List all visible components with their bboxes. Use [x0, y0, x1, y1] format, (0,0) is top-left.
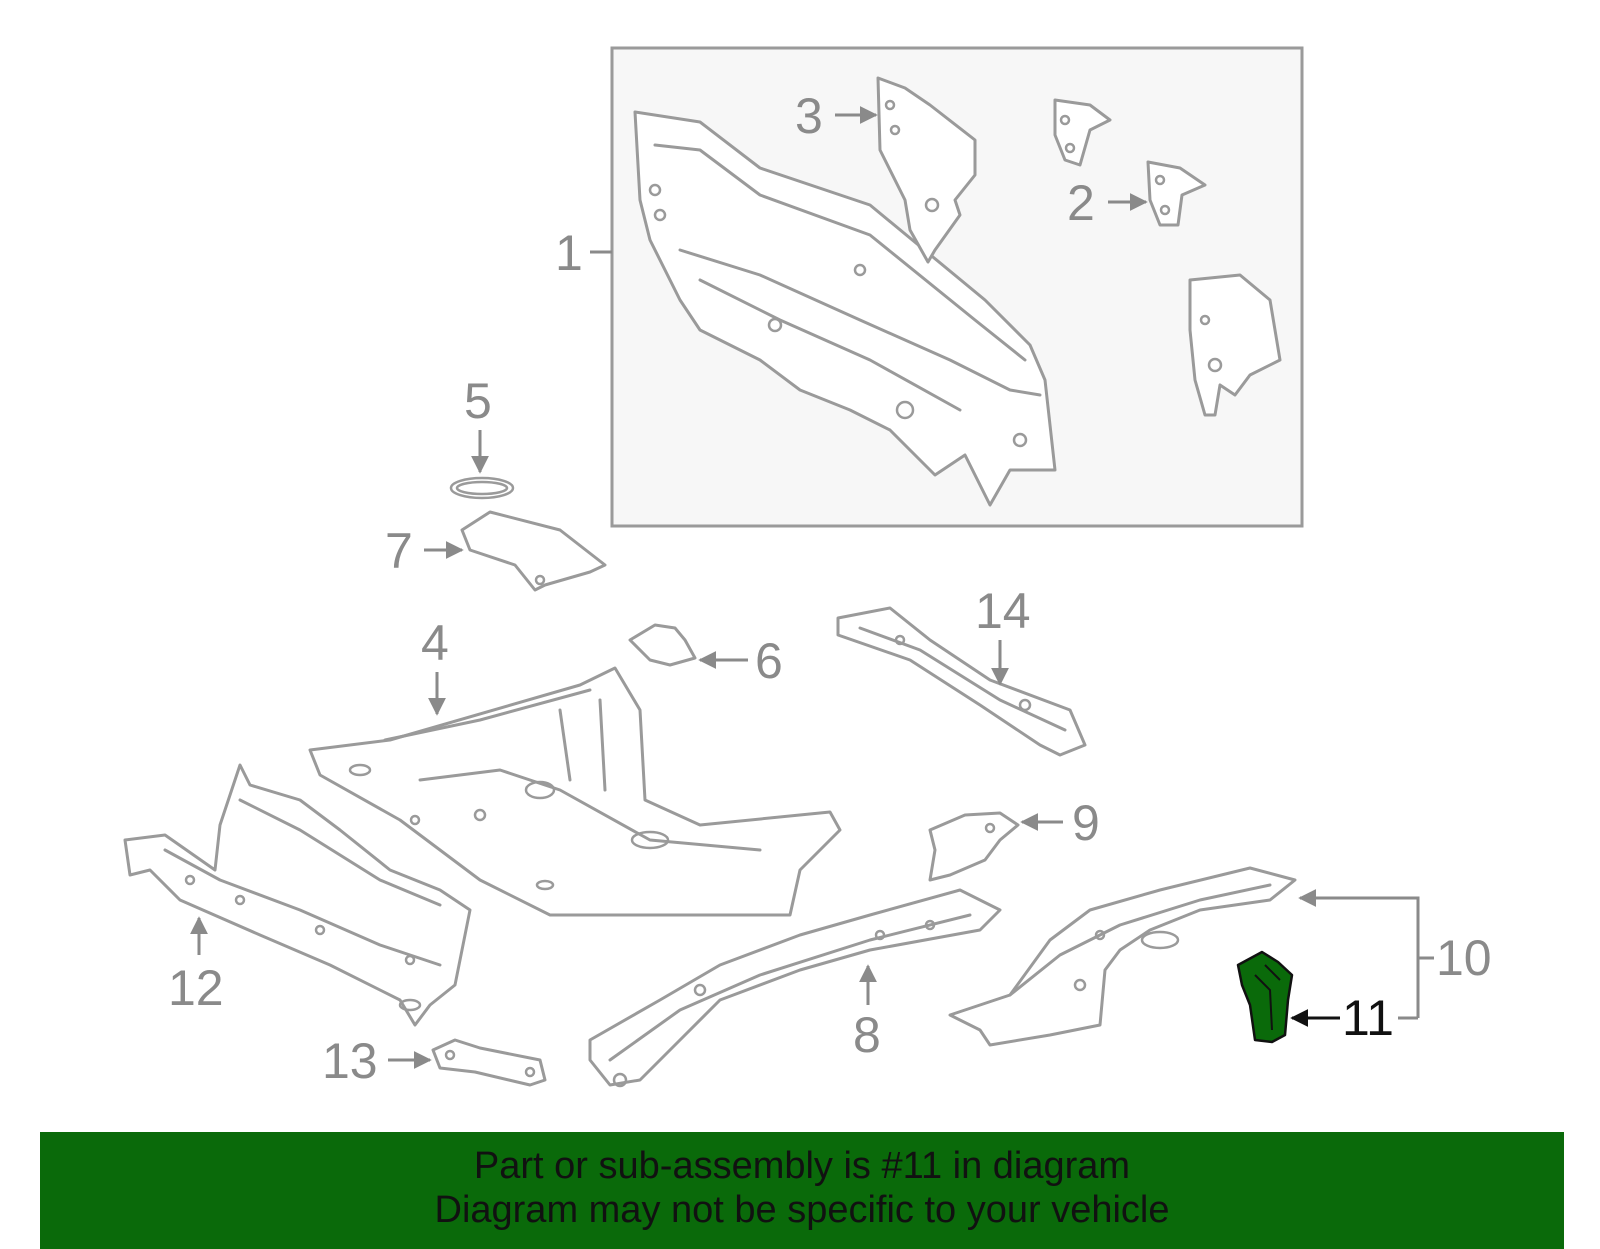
info-banner: Part or sub-assembly is #11 in diagram D…: [40, 1132, 1564, 1249]
callout-3: 3: [795, 88, 823, 144]
callout-4: 4: [421, 615, 449, 671]
callout-1: 1: [555, 225, 583, 281]
part-10-rear-side-member: [948, 866, 1297, 1047]
banner-line-2: Diagram may not be specific to your vehi…: [434, 1189, 1170, 1231]
part-2-bracket: [1146, 160, 1207, 227]
callout-5: 5: [464, 373, 492, 429]
callout-10: 10: [1436, 930, 1492, 986]
callout-7: 7: [385, 523, 413, 579]
callout-12: 12: [168, 960, 224, 1016]
part-3-bracket: [876, 76, 977, 264]
bracket-right: [1188, 273, 1282, 417]
callout-6: 6: [755, 633, 783, 689]
callout-9: 9: [1072, 795, 1100, 851]
callout-14: 14: [975, 583, 1031, 639]
part-12-side-member: [123, 763, 472, 1027]
callout-8: 8: [853, 1007, 881, 1063]
callout-11: 11: [1342, 990, 1394, 1046]
part-11-bracket-highlighted: [1236, 950, 1294, 1044]
part-7-bracket: [460, 510, 607, 592]
part-1-rear-panel: [633, 110, 1057, 507]
part-5-grommet: [449, 476, 515, 500]
callout-13: 13: [322, 1033, 378, 1089]
part-9-bracket: [928, 811, 1020, 882]
leader-lines: [190, 106, 1434, 1069]
callout-2: 2: [1067, 175, 1095, 231]
part-13-brace: [431, 1038, 547, 1087]
part-4-floor-pan: [308, 666, 842, 917]
part-14-crossmember: [836, 606, 1087, 757]
banner-line-1: Part or sub-assembly is #11 in diagram: [473, 1145, 1131, 1187]
part-2-bracket-upper: [1053, 98, 1112, 167]
part-6-bracket: [628, 623, 697, 667]
part-8-rail: [588, 888, 1002, 1088]
